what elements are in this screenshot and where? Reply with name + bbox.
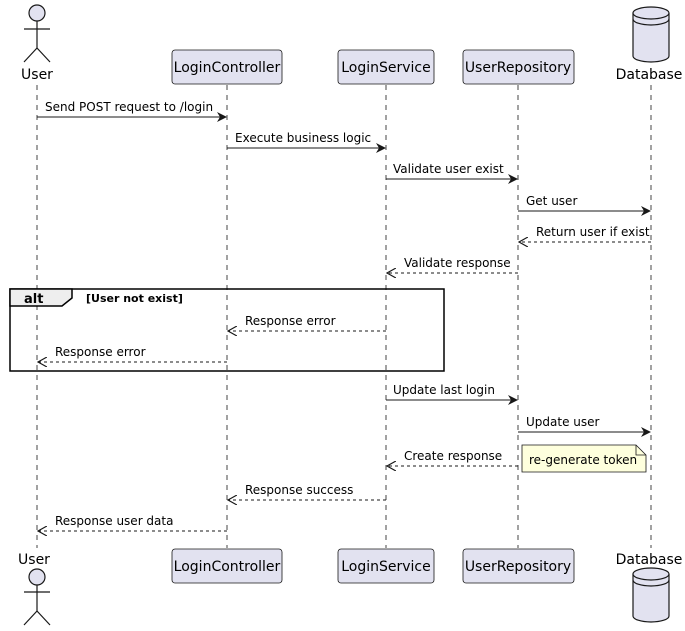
lifelines xyxy=(36,85,652,548)
participant-user-repository-top xyxy=(462,49,575,85)
participant-user-repository-label-bottom: UserRepository xyxy=(465,559,571,575)
message-label-7: Response error xyxy=(245,314,336,328)
database-icon-top xyxy=(632,6,670,63)
message-label-13: Response user data xyxy=(55,514,173,528)
note: re-generate token xyxy=(521,444,647,473)
participant-user-label-bottom: User xyxy=(18,552,50,568)
message-label-3: Validate user exist xyxy=(393,162,504,176)
message-label-8: Response error xyxy=(55,345,146,359)
participant-database-label-top: Database xyxy=(616,67,683,83)
message-label-11: Create response xyxy=(404,449,502,463)
participant-login-controller-top xyxy=(171,49,283,85)
participant-login-service-bottom xyxy=(337,548,435,584)
participant-user-repository-bottom xyxy=(462,548,575,584)
alt-header-tab xyxy=(9,288,73,307)
note-fold-icon xyxy=(635,445,646,456)
alt-frame xyxy=(9,288,445,372)
message-label-4: Get user xyxy=(526,194,577,208)
participant-login-service-label-bottom: LoginService xyxy=(341,559,431,575)
actor-user-top xyxy=(23,4,51,63)
participant-login-service-top xyxy=(337,49,435,85)
alt-fragment: alt [User not exist] xyxy=(9,288,445,372)
participant-login-controller-label-bottom: LoginController xyxy=(174,559,281,575)
message-label-1: Send POST request to /login xyxy=(45,100,213,114)
actor-user-bottom xyxy=(23,568,51,626)
note-box xyxy=(521,444,647,473)
actor-head-icon xyxy=(28,568,46,586)
message-label-6: Validate response xyxy=(404,256,511,270)
message-label-10: Update user xyxy=(526,415,600,429)
alt-keyword: alt xyxy=(24,292,43,307)
participant-login-controller-label-top: LoginController xyxy=(174,60,281,76)
participant-login-controller-bottom xyxy=(171,548,283,584)
message-label-9: Update last login xyxy=(393,383,495,397)
message-label-5: Return user if exist xyxy=(536,225,650,239)
participant-user-repository-label-top: UserRepository xyxy=(465,60,571,76)
message-label-12: Response success xyxy=(245,483,353,497)
note-text: re-generate token xyxy=(529,453,637,467)
actor-head-icon xyxy=(28,4,46,22)
messages xyxy=(37,112,651,531)
database-icon-bottom xyxy=(632,567,670,623)
alt-condition: [User not exist] xyxy=(86,292,183,305)
message-label-2: Execute business logic xyxy=(235,131,371,145)
participant-login-service-label-top: LoginService xyxy=(341,60,431,76)
participant-user-label-top: User xyxy=(21,67,53,83)
participant-database-label-bottom: Database xyxy=(616,552,683,568)
